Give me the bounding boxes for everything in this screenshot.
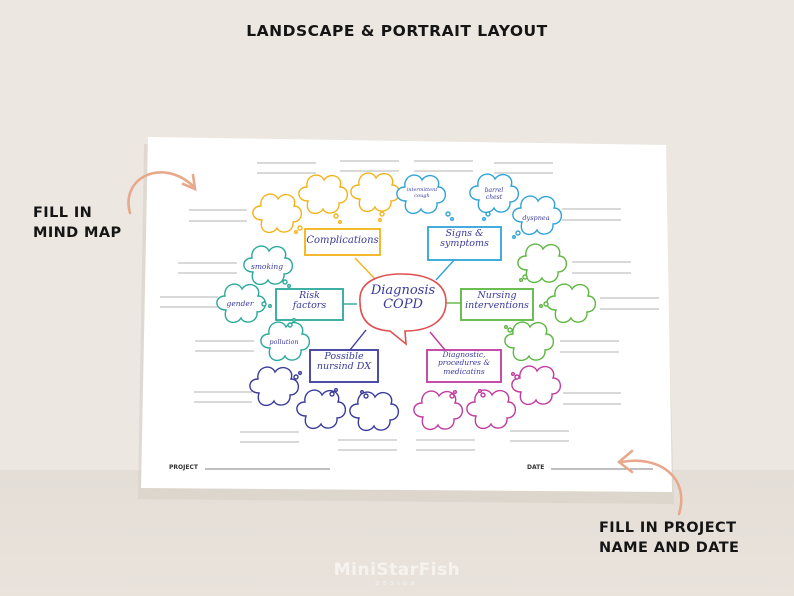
possible-line-2: nursind DX [316,361,372,373]
complications-box [304,228,381,256]
project-label: PROJECT [169,464,198,471]
cloud-smoking: smoking [247,262,287,271]
nursing-line-2: interventions [465,300,529,312]
signs-line-1: Signs & [445,228,484,239]
date-label: DATE [527,464,545,471]
left-arrow [127,171,195,215]
diagnostic-line-3: medicatins [443,366,485,376]
possible-box [309,349,379,383]
signs-label: Signs & symptoms [428,228,501,250]
center-line-2: COPD [383,297,423,313]
diagnostic-box [426,349,502,383]
diagnostic-line-2: procedures & [437,358,491,368]
complications-label: Complications [305,235,380,246]
signs-line-2: symptoms [440,238,489,250]
callout-right-line-1: FILL IN PROJECT [599,520,737,536]
nursing-clouds [504,243,597,362]
diagnostic-line-1: Diagnostic, [442,350,486,359]
risk-label: Risk factors [276,290,343,312]
right-arrow [620,459,683,516]
nursing-label: Nursing interventions [461,290,533,312]
nursing-line-1: Nursing [477,290,517,301]
intermittent-line-1: intermittent [406,187,438,193]
callout-left-line-1: FILL IN [33,205,93,221]
possible-label: Possible nursind DX [310,351,378,373]
cloud-barrel: barrel chest [476,187,512,201]
pollution-text: pollution [269,338,299,346]
complications-clouds [252,172,401,234]
risk-line-2: factors [292,300,327,312]
brand-logo: MiniStarFish [333,560,461,580]
left-arrow-head [181,173,197,192]
callout-left: FILL IN MIND MAP [33,203,122,243]
risk-box [275,288,344,321]
cloud-dyspnea: dyspnea [518,214,554,222]
possible-clouds [249,366,400,432]
risk-clouds [216,245,311,362]
center-label: Diagnosis COPD [360,283,446,313]
callout-right: FILL IN PROJECT NAME AND DATE [599,518,739,558]
signs-box [427,226,502,261]
dyspnea-text: dyspnea [522,214,550,222]
risk-line-1: Risk [299,290,320,301]
cloud-gender: gender [220,299,260,308]
diagnostic-label: Diagnostic, procedures & medicatins [427,350,501,376]
center-line-1: Diagnosis [370,283,436,298]
possible-line-1: Possible [324,351,364,362]
callout-right-line-2: NAME AND DATE [599,540,740,556]
cloud-pollution: pollution [264,338,304,346]
write-lines [160,160,659,451]
gender-text: gender [226,299,254,308]
diagnostic-clouds [413,365,562,431]
right-arrow-head [616,449,634,474]
smoking-text: smoking [250,262,284,271]
barrel-line-2: chest [485,193,503,201]
nursing-box [460,288,534,321]
intermittent-line-2: cough [414,192,430,199]
complications-text: Complications [306,235,379,246]
arrows [127,171,683,516]
callout-left-line-2: MIND MAP [33,225,122,241]
brand-sub: DESIGN [375,581,419,587]
page-header: LANDSCAPE & PORTRAIT LAYOUT [246,22,548,40]
center-bubble [359,273,447,346]
signs-clouds [396,173,563,239]
cloud-intermittent: intermittent cough [402,187,442,199]
connectors [342,257,461,351]
barrel-line-1: barrel [484,187,504,194]
